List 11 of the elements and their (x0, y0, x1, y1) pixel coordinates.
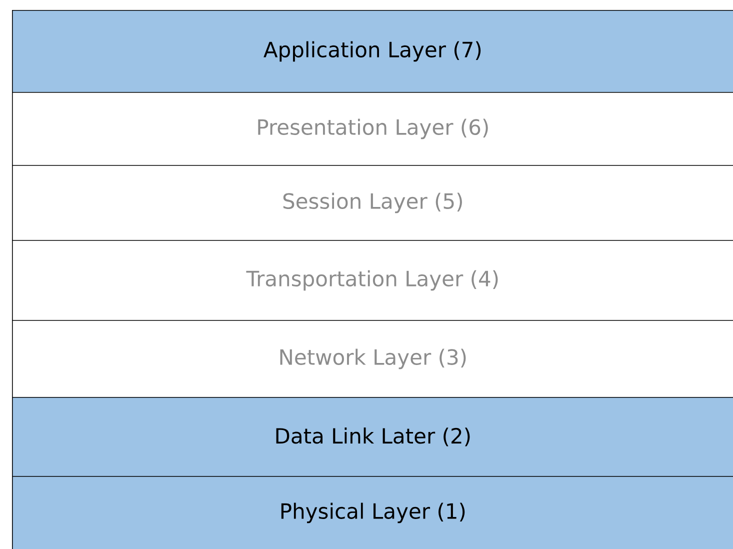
node-label: Transportation Layer (4) (246, 270, 498, 291)
layer-band: Application Layer (7) (12, 10, 733, 93)
node-label: Presentation Layer (6) (258, 118, 488, 140)
node-label: Data Link Later (2) (276, 428, 470, 446)
layer-band: Physical Layer (1) (12, 476, 733, 549)
layer-band: Transportation Layer (4) (12, 240, 733, 321)
layer-band: Network Layer (3) (12, 320, 733, 398)
node-label: Session Layer (5) (283, 192, 462, 214)
layer-band: Data Link Later (2) (12, 397, 733, 477)
layer-band: Session Layer (5) (12, 165, 733, 241)
layer-band: Presentation Layer (6) (12, 92, 733, 166)
